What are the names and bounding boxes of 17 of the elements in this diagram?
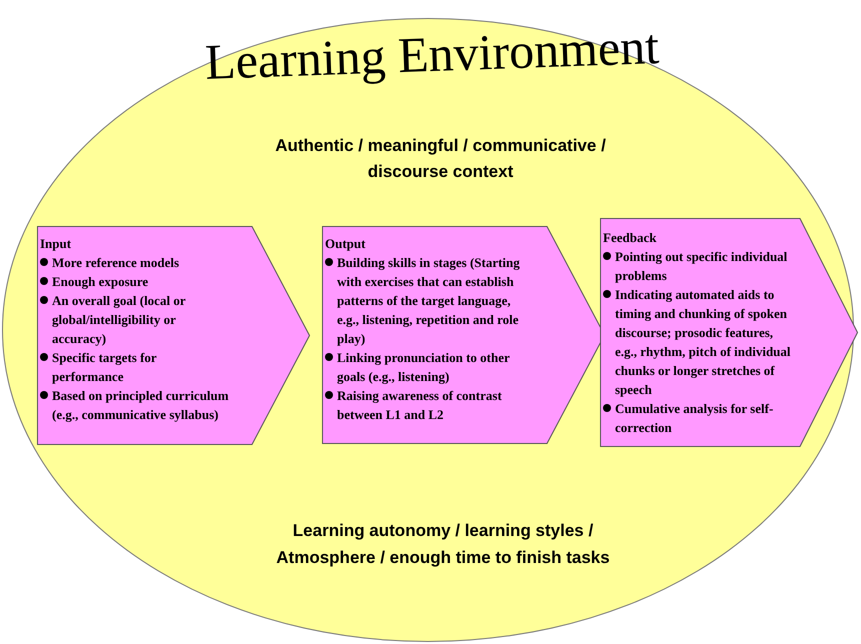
bullet-text: Enough exposure (52, 273, 148, 291)
bullet-text: Pointing out specific individual problems (615, 248, 788, 285)
bullet-text: Based on principled curriculum (e.g., communicative syllabus) (52, 387, 229, 424)
bullet-text: Specific targets for performance (52, 349, 158, 386)
bullet-text: Indicating automated aids to timing and chunking of spoken discourse; prosodic features, e.g., rhythm, pitch of individual chunks or longer stretches of speech (615, 286, 792, 399)
context-text: Learning autonomy / learning styles / Atmosphere / enough time to finish tasks (275, 520, 611, 569)
bullet-text: Cumulative analysis for self-correction (615, 400, 774, 437)
bullet-text: More reference models (52, 254, 180, 272)
box-heading: Input (40, 235, 72, 253)
box-heading: Feedback (603, 229, 658, 247)
context-text: Authentic / meaningful / communicative / discourse context (274, 135, 607, 183)
ellipse-heading: Learning Environment (203, 17, 661, 92)
bullet-text: Raising awareness of contrast between L1 and L2 (337, 387, 503, 424)
bullet-text: Linking pronunciation to other goals (e.g., listening) (337, 349, 511, 386)
bullet-text: Building skills in stages (Starting with exercises that can establish patterns of the target language, e.g., listening, repetition and role play) (337, 254, 521, 348)
bullet-text: An overall goal (local or global/intelligibility or accuracy) (52, 292, 186, 348)
box-heading: Output (325, 235, 366, 253)
